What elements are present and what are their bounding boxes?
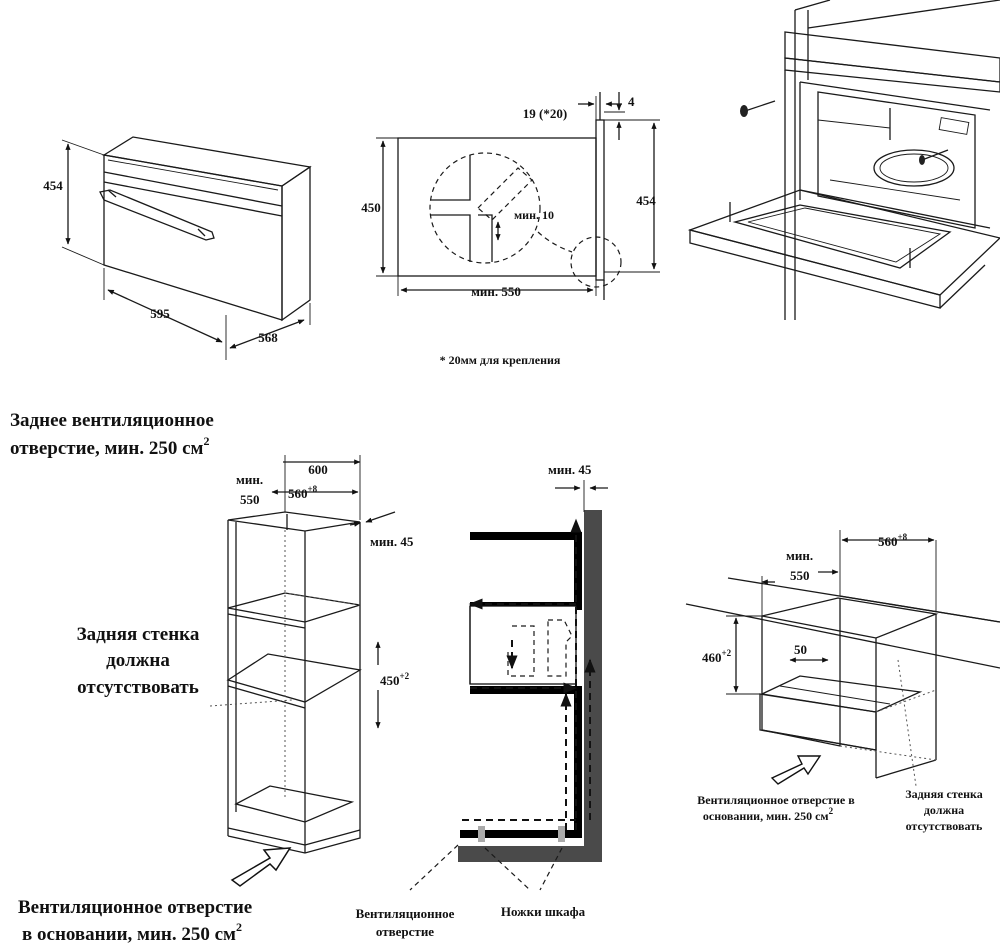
airflow-vent-line2: отверстие: [376, 924, 434, 939]
under-vent-sup: 2: [829, 806, 834, 816]
tall-450-label: 450: [380, 673, 400, 688]
oven-height-label: 454: [43, 178, 63, 193]
tall-450-sup: +2: [400, 671, 410, 681]
base-vent-arrow-icon: [230, 847, 292, 887]
rear-vent-line2: отверстие, мин. 250 см: [10, 438, 204, 459]
under-550-label: 550: [790, 568, 810, 583]
section-min-550-label: мин. 550: [471, 284, 521, 299]
oven-body: [99, 136, 312, 322]
svg-text:в основании, мин. 250 см2: в основании, мин. 250 см2: [22, 920, 242, 944]
section-454-label: 454: [636, 193, 656, 208]
airflow-min-45-label: мин. 45: [548, 462, 592, 477]
svg-text:560+8: 560+8: [878, 532, 908, 549]
tall-560-sup: +8: [308, 484, 318, 494]
under-back-wall-line1: Задняя стенка: [905, 787, 983, 801]
under-560-label: 560: [878, 534, 898, 549]
tall-600-label: 600: [308, 462, 328, 477]
back-wall-line3: отсутствовать: [77, 677, 199, 698]
wall-section: [458, 510, 602, 862]
under-back-wall-line3: отсутствовать: [906, 819, 983, 833]
svg-text:основании, мин. 250 см2: основании, мин. 250 см2: [703, 806, 834, 823]
under-vent-arrow-icon: [770, 755, 822, 785]
section-19-label: 19 (*20): [523, 106, 567, 121]
under-50-label: 50: [794, 642, 807, 657]
under-vent-line2: основании, мин. 250 см: [703, 809, 829, 823]
footnote-text: * 20мм для крепления: [440, 353, 561, 367]
svg-text:отверстие, мин. 250 см2: отверстие, мин. 250 см2: [10, 434, 209, 459]
min-10-label: мин. 10: [514, 208, 554, 222]
oven-dimensions-drawing: 454 595 568: [43, 136, 312, 360]
back-wall-line2: должна: [106, 650, 170, 671]
oven-depth-label: 568: [258, 330, 278, 345]
niche-outline: [397, 137, 597, 277]
under-back-wall-line2: должна: [924, 803, 964, 817]
tall-min-label: мин.: [236, 472, 263, 487]
rear-vent-line1: Заднее вентиляционное: [10, 410, 214, 431]
screw-icon: [919, 149, 949, 165]
airflow-vent-line1: Вентиляционное: [356, 906, 455, 921]
under-460-label: 460: [702, 650, 722, 665]
base-vent-sup: 2: [236, 920, 242, 934]
back-wall-line1: Задняя стенка: [77, 624, 200, 645]
oven-width-label: 595: [150, 306, 170, 321]
under-560-sup: +8: [898, 532, 908, 542]
screw-icon: [740, 100, 776, 117]
under-min-label: мин.: [786, 548, 813, 563]
airflow-legs-label: Ножки шкафа: [501, 904, 586, 919]
tall-560-label: 560: [288, 486, 308, 501]
tall-min-45-label: мин. 45: [370, 534, 414, 549]
front-panel: [595, 119, 605, 281]
section-view-drawing: мин. 10 450 454 4 19 (*20) мин. 550 * 20…: [361, 92, 660, 367]
base-vent-line1: Вентиляционное отверстие: [18, 897, 252, 918]
svg-text:450+2: 450+2: [380, 671, 410, 688]
svg-text:460+2: 460+2: [702, 648, 732, 665]
under-460-sup: +2: [722, 648, 732, 658]
undercounter-drawing: 50 мин. 550 560+8 460+2 Вентиляционное о…: [685, 530, 1000, 833]
airflow-section-drawing: мин. 45 Вентиляционное отверстие Ножки ш…: [356, 462, 608, 939]
svg-text:560+8: 560+8: [288, 484, 318, 501]
base-vent-line2: в основании, мин. 250 см: [22, 924, 236, 944]
tall-cabinet-drawing: Заднее вентиляционное отверстие, мин. 25…: [10, 410, 414, 944]
section-4-label: 4: [628, 94, 635, 109]
tall-550-label: 550: [240, 492, 260, 507]
mounting-perspective-drawing: [687, 0, 1000, 320]
under-vent-line1: Вентиляционное отверстие в: [697, 793, 855, 807]
rear-vent-sup: 2: [203, 434, 209, 448]
section-450-label: 450: [361, 200, 381, 215]
